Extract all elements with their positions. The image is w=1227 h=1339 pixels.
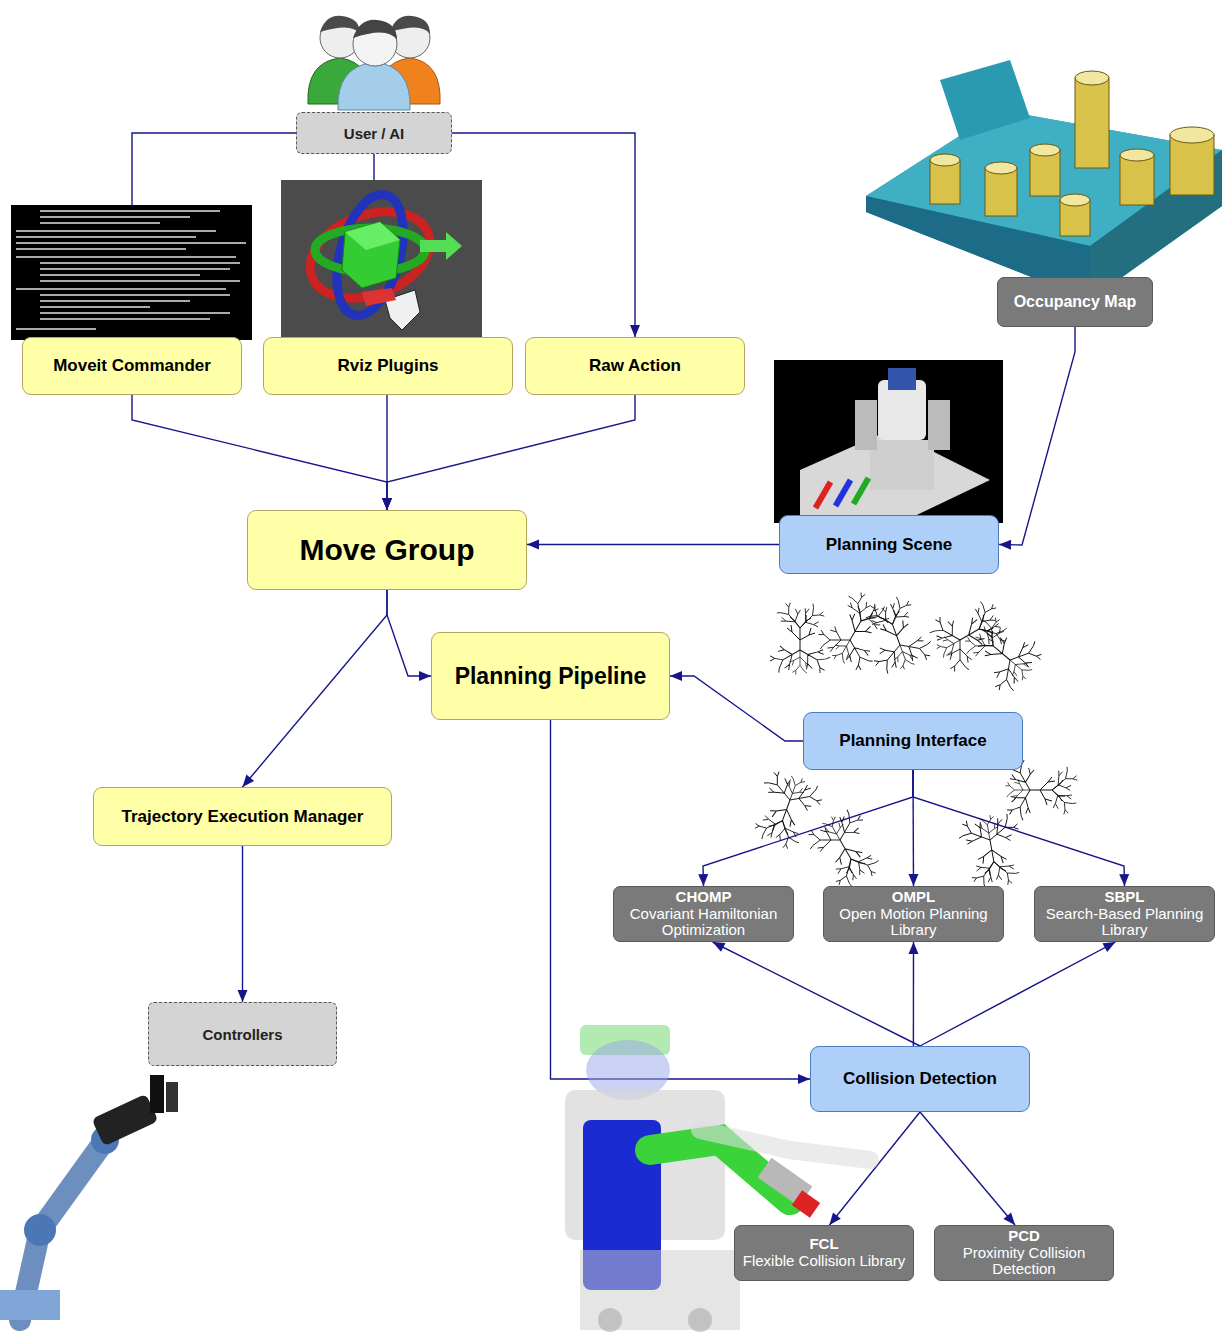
arrow-head: [382, 498, 392, 510]
component-box: Rviz Plugins: [263, 337, 513, 395]
arrow-head: [419, 671, 431, 681]
node-title: Raw Action: [589, 356, 681, 376]
component-box: Raw Action: [525, 337, 745, 395]
robot-arm-illustration: [0, 1075, 178, 1320]
people-icon: [308, 16, 440, 110]
connector-line: [527, 544, 779, 545]
node-title: User / AI: [344, 125, 404, 142]
arrow-head: [1119, 874, 1129, 886]
terminal-screenshot: [11, 205, 252, 340]
connector-line: [387, 590, 431, 676]
node-title: PCD: [1008, 1228, 1040, 1245]
arrow-head: [908, 942, 918, 954]
node-title: FCL: [809, 1236, 838, 1253]
connector-line: [913, 770, 1125, 886]
planning-scene-screenshot: [774, 360, 1003, 523]
connector-line: [242, 846, 243, 1002]
connector-line: [551, 720, 811, 1079]
arrow-head: [1003, 1213, 1015, 1225]
external-box: User / AI: [296, 112, 452, 154]
library-box: OMPLOpen Motion Planning Library: [823, 886, 1004, 942]
component-box: Trajectory Execution Manager: [93, 787, 392, 846]
node-subtitle: Search-Based Planning Library: [1041, 906, 1208, 940]
node-subtitle: Proximity Collision Detection: [941, 1245, 1107, 1279]
node-title: CHOMP: [676, 889, 732, 906]
arrow-head: [630, 325, 640, 337]
node-title: Planning Pipeline: [455, 663, 647, 690]
external-box: Controllers: [148, 1002, 337, 1066]
component-box: Moveit Commander: [22, 337, 242, 395]
component-box: Planning Scene: [779, 515, 999, 574]
arrow-head: [382, 498, 392, 510]
arrow-head: [238, 990, 248, 1002]
connector-line: [913, 942, 914, 1046]
arrow-head: [713, 942, 726, 952]
node-title: Rviz Plugins: [337, 356, 438, 376]
library-box: PCDProximity Collision Detection: [934, 1225, 1114, 1281]
arrow-head: [1103, 942, 1116, 952]
node-title: SBPL: [1104, 889, 1144, 906]
arrow-head: [243, 775, 255, 787]
arrow-head: [999, 540, 1011, 550]
connector-line: [132, 395, 387, 510]
search-tree-illustration: [741, 579, 1081, 901]
library-box: Occupancy Map: [997, 277, 1153, 327]
arrow-head: [698, 874, 708, 886]
occupancy-map-image: [866, 60, 1222, 300]
connector-line: [713, 942, 920, 1046]
node-title: Move Group: [299, 533, 474, 567]
arrow-head: [908, 874, 918, 886]
node-title: Trajectory Execution Manager: [122, 807, 364, 827]
arrow-head: [798, 1074, 810, 1084]
component-box: Planning Interface: [803, 712, 1023, 770]
rviz-screenshot: [281, 180, 482, 337]
arrow-head: [829, 1213, 840, 1225]
node-title: Planning Interface: [839, 731, 986, 751]
node-subtitle: Flexible Collision Library: [743, 1253, 906, 1270]
connector-line: [670, 676, 803, 741]
connector-line: [703, 770, 913, 886]
arrow-head: [670, 671, 682, 681]
connector-line: [829, 1112, 920, 1225]
component-box: Planning Pipeline: [431, 632, 670, 720]
node-title: OMPL: [892, 889, 935, 906]
node-title: Moveit Commander: [53, 356, 211, 376]
library-box: FCLFlexible Collision Library: [734, 1225, 914, 1281]
component-box: Collision Detection: [810, 1046, 1030, 1112]
library-box: SBPLSearch-Based Planning Library: [1034, 886, 1215, 942]
component-box: Move Group: [247, 510, 527, 590]
connector-line: [387, 395, 635, 510]
connector-line: [920, 1112, 1015, 1225]
node-title: Collision Detection: [843, 1069, 997, 1089]
node-subtitle: Open Motion Planning Library: [830, 906, 997, 940]
connector-line: [243, 590, 388, 787]
node-title: Controllers: [202, 1026, 282, 1043]
node-title: Planning Scene: [826, 535, 953, 555]
connector-line: [999, 327, 1075, 545]
arrow-head: [382, 498, 392, 510]
arrow-head: [527, 539, 539, 549]
node-title: Occupancy Map: [1014, 293, 1137, 311]
library-box: CHOMPCovariant Hamiltonian Optimization: [613, 886, 794, 942]
connector-line: [920, 942, 1115, 1046]
node-subtitle: Covariant Hamiltonian Optimization: [620, 906, 787, 940]
